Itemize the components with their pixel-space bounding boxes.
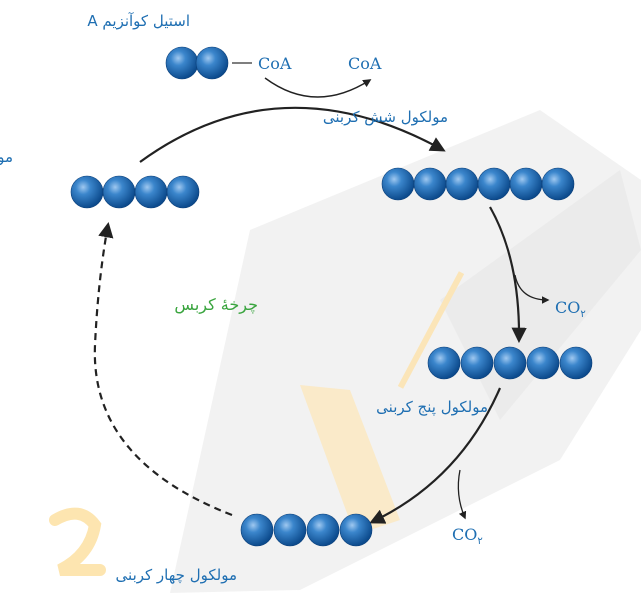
carbon-atom xyxy=(509,167,543,201)
arrow-six-to-five xyxy=(489,206,527,344)
carbon-atom xyxy=(493,346,527,380)
carbon-atom xyxy=(381,167,415,201)
carbon-atom xyxy=(240,513,274,547)
carbon-atom xyxy=(445,167,479,201)
carbon-atom xyxy=(166,175,200,209)
carbon-atom xyxy=(541,167,575,201)
four-carbon-bottom-label: مولکول چهار کربنی xyxy=(116,566,237,584)
coa-right-label: CoA xyxy=(348,54,382,73)
arrow-four-to-six xyxy=(139,106,446,163)
carbon-atom xyxy=(306,513,340,547)
carbon-atom xyxy=(477,167,511,201)
co2-subscript-1: ۲ xyxy=(580,309,585,320)
carbon-atom xyxy=(102,175,136,209)
carbon-atom xyxy=(70,175,104,209)
six-carbon-label: مولکول شش کربنی xyxy=(323,108,448,126)
carbon-atom xyxy=(134,175,168,209)
acetyl-molecule xyxy=(165,46,229,80)
co2-label-1: CO۲ xyxy=(555,298,586,320)
coa-release-arrow xyxy=(264,77,372,98)
five-carbon-label: مولکول پنج کربنی xyxy=(376,398,488,417)
co2-label-2: CO۲ xyxy=(452,525,483,547)
four-carbon-top-label: مولکول چهار کربنی xyxy=(0,148,13,166)
four-carbon-molecule-top xyxy=(70,175,200,209)
carbon-atom xyxy=(195,46,229,80)
carbon-atom xyxy=(165,46,199,80)
co2-release-arrow-2 xyxy=(457,469,467,520)
co2-release-arrow-1 xyxy=(514,274,550,304)
acetyl-coa-label: استیل کوآنزیم A xyxy=(87,12,190,30)
co2-subscript-2: ۲ xyxy=(477,536,482,547)
four-carbon-molecule-bottom xyxy=(240,513,373,547)
krebs-cycle-label: چرخهٔ کربس xyxy=(174,295,258,315)
five-carbon-molecule xyxy=(427,346,593,380)
carbon-atom xyxy=(460,346,494,380)
carbon-atom xyxy=(273,513,307,547)
carbon-atom xyxy=(339,513,373,547)
six-carbon-molecule xyxy=(381,167,575,201)
carbon-atom xyxy=(559,346,593,380)
arrow-five-to-four xyxy=(369,387,502,524)
carbon-atom xyxy=(413,167,447,201)
coa-left-label: CoA xyxy=(258,54,292,73)
carbon-atom xyxy=(526,346,560,380)
co2-text-1: CO xyxy=(555,298,580,317)
co2-text-2: CO xyxy=(452,525,477,544)
arrow-regenerate-dashed xyxy=(93,221,233,517)
carbon-atom xyxy=(427,346,461,380)
